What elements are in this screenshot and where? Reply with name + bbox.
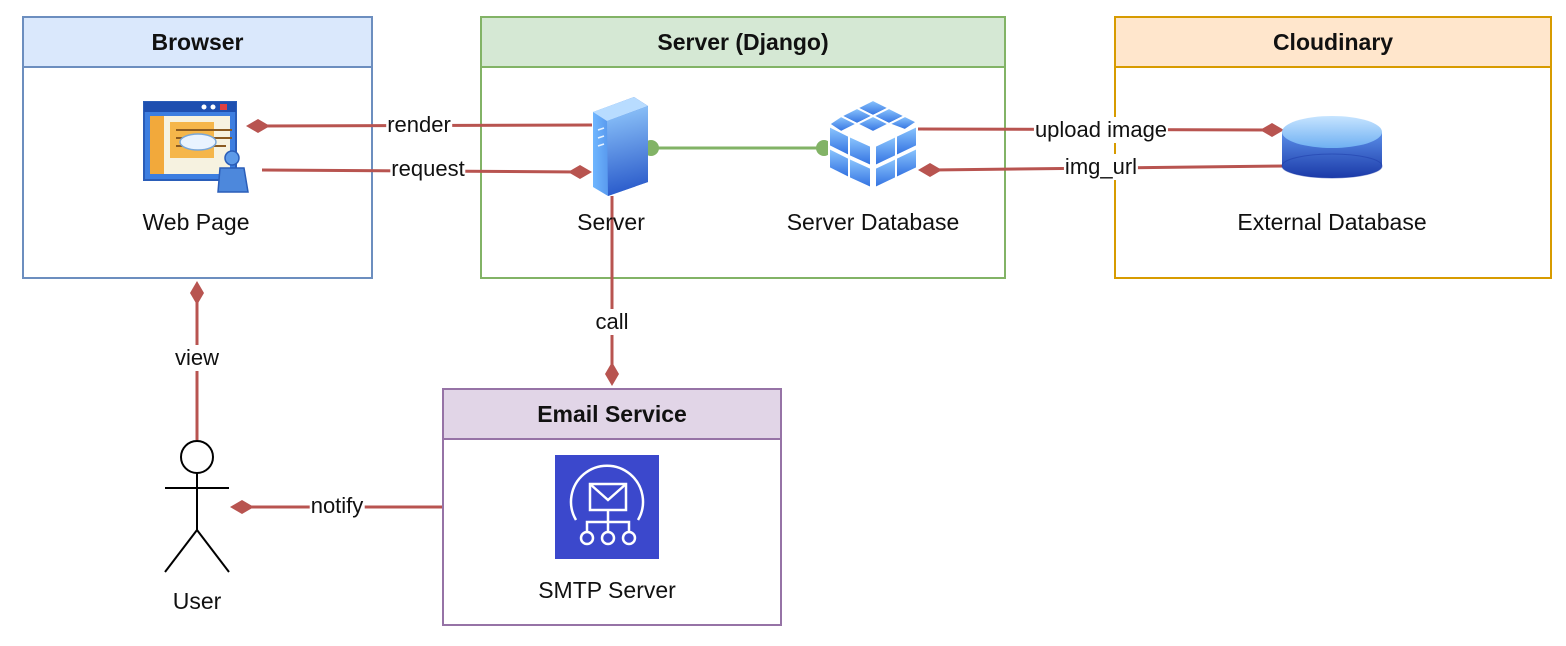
edge-label-img-url: img_url xyxy=(1063,154,1139,180)
database-cube-icon xyxy=(827,98,919,190)
web-page-label: Web Page xyxy=(142,209,250,235)
edge-call xyxy=(605,196,619,386)
email-service-group-title: Email Service xyxy=(444,390,780,440)
edge-label-view: view xyxy=(173,345,221,371)
edge-label-notify: notify xyxy=(309,493,365,519)
edge-server-db-link xyxy=(643,140,832,156)
database-disk-icon xyxy=(1281,116,1383,179)
edge-label-call: call xyxy=(594,309,630,335)
browser-group: Browser xyxy=(22,16,373,279)
browser-group-title: Browser xyxy=(24,18,371,68)
external-database-label: External Database xyxy=(1237,209,1427,235)
email-service-icon xyxy=(555,455,659,559)
smtp-server-label: SMTP Server xyxy=(538,577,676,603)
cloudinary-group-title: Cloudinary xyxy=(1116,18,1550,68)
user-label: User xyxy=(172,588,222,614)
server-tower-icon xyxy=(593,97,648,196)
user-stick-figure-icon xyxy=(164,440,230,573)
server-group-title: Server (Django) xyxy=(482,18,1004,68)
server-database-label: Server Database xyxy=(786,209,960,235)
edge-label-upload-image: upload image xyxy=(1033,117,1169,143)
server-label: Server xyxy=(577,209,645,235)
server-group: Server (Django) xyxy=(480,16,1006,279)
web-page-icon xyxy=(143,101,249,193)
edge-label-request: request xyxy=(390,156,466,182)
edge-label-render: render xyxy=(386,112,452,138)
